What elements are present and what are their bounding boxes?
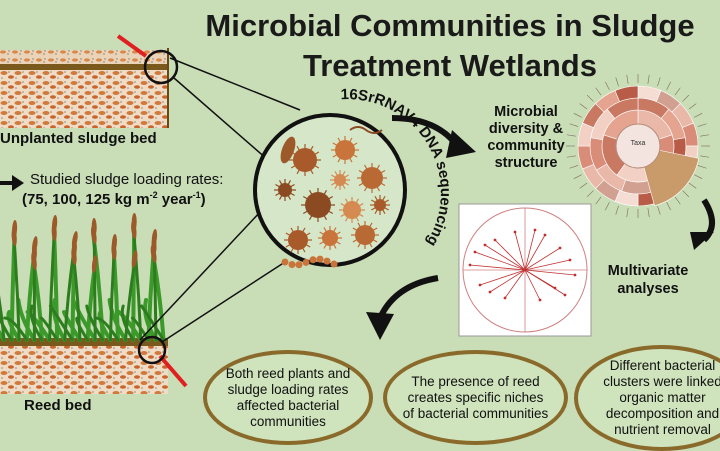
conclusion-oval-2: The presence of reed creates specific ni… <box>383 350 568 445</box>
conclusion-text-3: Different bacterial clusters were linked… <box>603 358 720 437</box>
arrow-to-diversity <box>391 115 476 158</box>
reed-bed-label: Reed bed <box>24 397 92 414</box>
krona-chart <box>566 74 710 218</box>
conclusion-text-2: The presence of reed creates specific ni… <box>402 373 549 421</box>
title-line-1: Microbial Communities in Sludge <box>205 8 695 43</box>
diversity-line-3: community <box>487 138 565 154</box>
arrow-loading <box>0 175 24 191</box>
diversity-line-1: Microbial <box>494 104 558 120</box>
multivariate-line-2: analyses <box>617 281 679 297</box>
diversity-label: Microbial diversity & community structur… <box>478 104 574 172</box>
conclusion-oval-3: Different bacterial clusters were linked… <box>574 345 720 451</box>
unplanted-label: Unplanted sludge bed <box>0 130 157 147</box>
arrow-to-multivariate <box>690 198 715 250</box>
unplanted-sludge-bed <box>0 48 169 128</box>
conclusion-text-1: Both reed plants and sludge loading rate… <box>225 365 351 429</box>
reed-bed <box>0 213 168 394</box>
zoom-circle-top <box>143 49 179 85</box>
loading-sup-2: -1 <box>192 190 201 200</box>
conclusion-oval-1: Both reed plants and sludge loading rate… <box>203 350 373 445</box>
title-line-2: Treatment Wetlands <box>302 48 597 83</box>
multivariate-label: Multivariate analyses <box>598 262 698 298</box>
diversity-line-4: structure <box>494 155 558 171</box>
title: Microbial Communities in Sludge Treatmen… <box>180 6 720 86</box>
red-marker-top <box>116 34 148 58</box>
zoom-circle-bottom <box>137 335 167 365</box>
arrow-to-conclusions <box>366 275 439 340</box>
multivariate-line-1: Multivariate <box>607 263 689 279</box>
diversity-line-2: diversity & <box>488 121 564 137</box>
loading-end: ) <box>200 191 206 208</box>
loading-mid: year <box>157 191 193 208</box>
microbe-circle <box>253 113 407 269</box>
loading-rates-line-1: Studied sludge loading rates: <box>30 171 224 188</box>
loading-sup-1: -2 <box>149 190 158 200</box>
red-marker-bottom <box>158 354 188 388</box>
krona-center-label: Taxa <box>630 140 646 147</box>
loading-rates-text: (75, 100, 125 kg m <box>22 191 150 208</box>
pca-plot <box>458 203 592 337</box>
loading-rates-line-2: (75, 100, 125 kg m-2 year-1) <box>22 190 206 208</box>
